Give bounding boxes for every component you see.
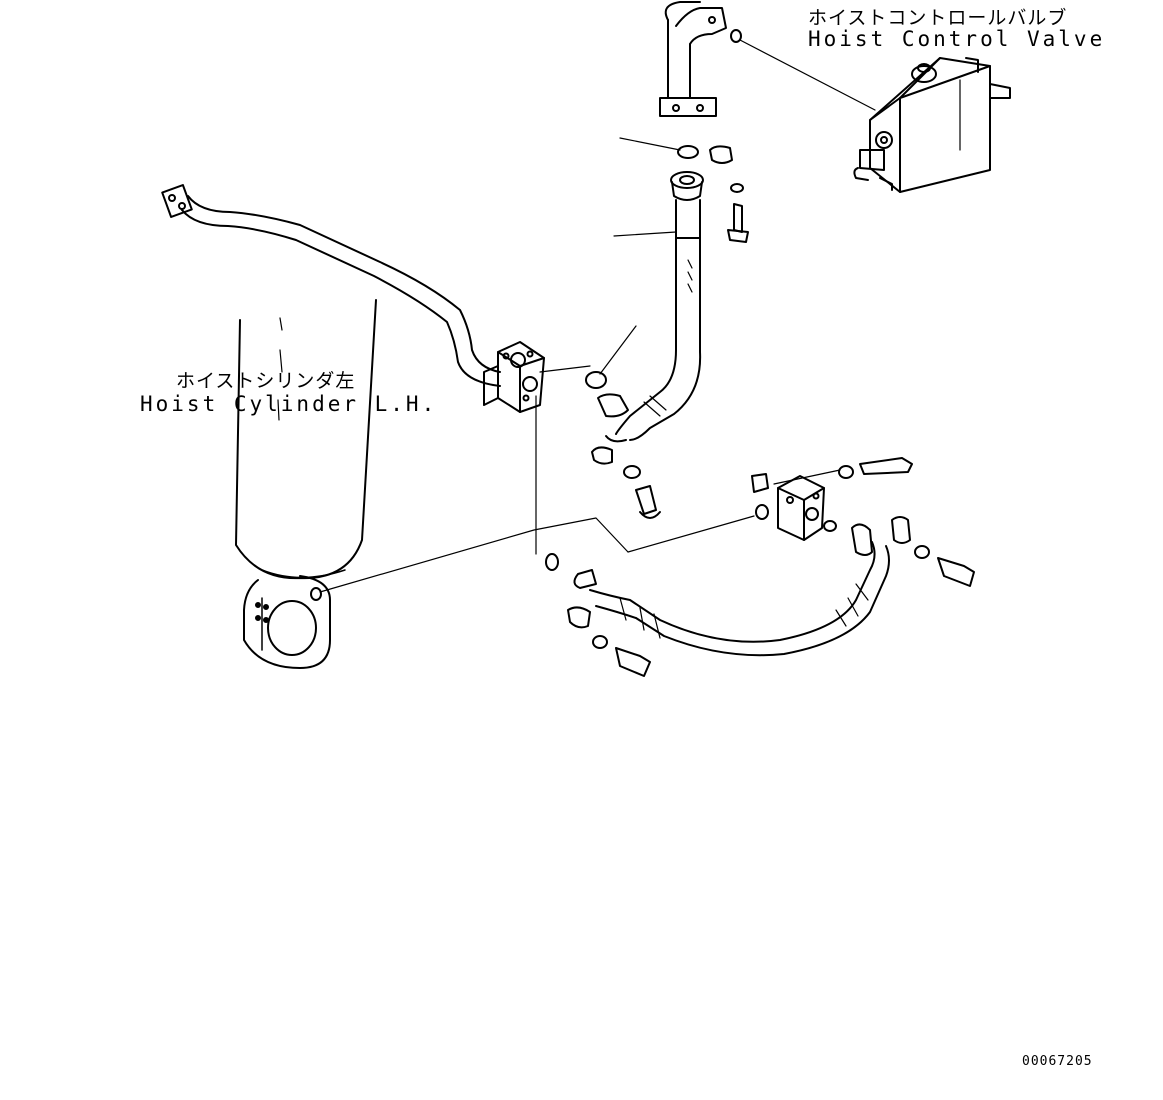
manifold-block [484,342,544,412]
hoist-control-valve [854,58,1010,192]
hoist-cylinder-lh [236,300,376,668]
o-ring-valve [731,30,741,42]
fittings-upper [586,146,748,518]
split-flange-half [710,146,732,163]
hydraulic-hose-vertical [598,172,703,441]
drawing-number: 00067205 [1022,1054,1093,1069]
bolt-hose [616,648,650,676]
split-flange-lower [592,447,612,463]
bolt-lower [636,486,656,514]
o-ring-cylinder-base [311,588,321,600]
o-ring-adapter [756,505,768,519]
washer-right [915,546,929,558]
o-ring-cylinder-port [546,554,558,570]
o-ring-block [586,372,606,388]
washer-hose [593,636,607,648]
bolt-right [938,558,974,586]
bolt-adapter [860,458,912,474]
steel-tube-cylinder-head [162,185,500,386]
cylinder-label-en: Hoist Cylinder L.H. [140,392,438,416]
o-ring-upper [678,146,698,158]
valve-label-en: Hoist Control Valve [808,27,1106,51]
valve-label-jp: ホイストコントロールバルブ [808,7,1068,29]
washer-upper [731,184,743,192]
washer-lower [624,466,640,478]
plug-fitting [752,474,768,492]
split-flange-hose [568,607,590,627]
bolt-upper [734,204,742,232]
tube-elbow-top [660,2,726,116]
adapter-block [752,458,912,540]
cylinder-label-jp: ホイストシリンダ左 [176,370,356,392]
leader-lines [320,40,875,592]
hydraulic-hose-lower [568,517,974,676]
washer-adapter [839,466,853,478]
